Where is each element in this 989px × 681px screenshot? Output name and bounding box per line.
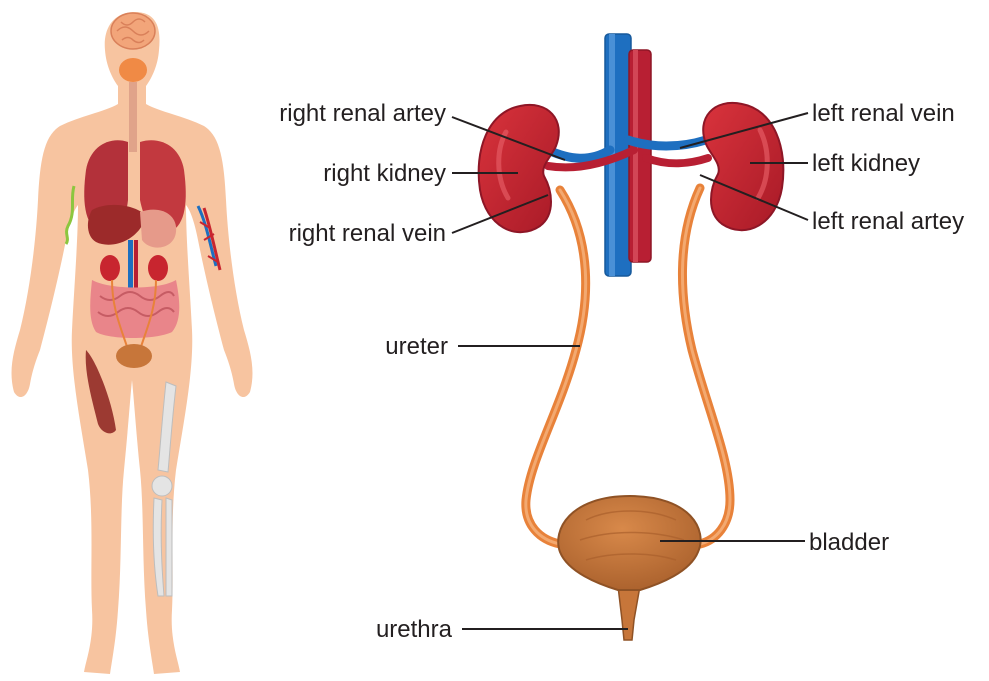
right-ureter: [526, 190, 586, 544]
human-body-figure: [12, 12, 253, 674]
urinary-system: [479, 34, 784, 640]
left-ureter: [682, 188, 730, 544]
label-right-renal-vein: right renal vein: [289, 220, 446, 247]
label-right-renal-artery: right renal artey: [279, 100, 446, 127]
label-right-kidney: right kidney: [323, 160, 446, 187]
left-ureter-highlight: [682, 188, 730, 544]
mouth-cavity-icon: [119, 58, 147, 82]
bladder: [558, 496, 700, 590]
right-ureter-highlight: [526, 190, 586, 544]
left-renal-artery: [646, 158, 708, 163]
label-ureter: ureter: [385, 333, 448, 360]
trachea-icon: [129, 82, 137, 152]
label-left-renal-artery: left renal artey: [812, 208, 964, 235]
urethra: [618, 586, 640, 640]
body-bladder-icon: [116, 344, 152, 368]
label-urethra: urethra: [376, 616, 453, 643]
label-bladder: bladder: [809, 529, 889, 556]
label-left-kidney: left kidney: [812, 150, 920, 177]
label-left-renal-vein: left renal vein: [812, 100, 955, 127]
